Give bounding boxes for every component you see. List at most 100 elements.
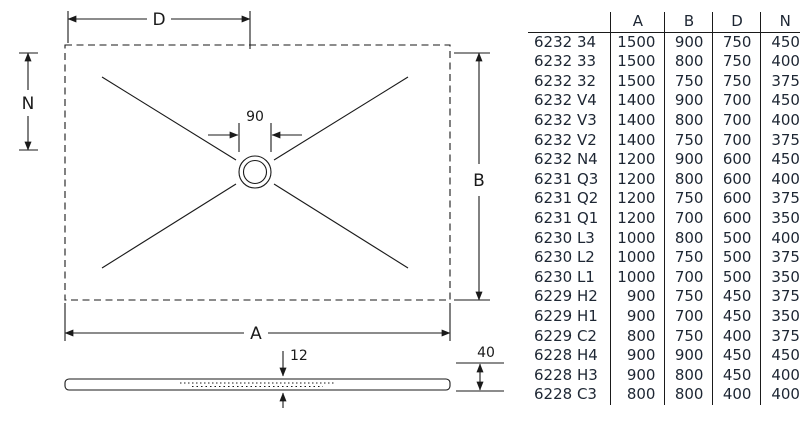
value-cell: 500 bbox=[712, 228, 761, 249]
value-cell: 1000 bbox=[610, 267, 665, 288]
value-cell: 600 bbox=[712, 169, 761, 190]
value-cell: 700 bbox=[712, 110, 761, 131]
model-cell: 6232 V3 bbox=[534, 110, 597, 129]
model-cell: 6232 32 bbox=[534, 71, 597, 90]
value-cell: 400 bbox=[760, 385, 800, 405]
value-cell: 500 bbox=[712, 267, 761, 288]
value-cell: 900 bbox=[610, 365, 665, 386]
header-n: N bbox=[760, 12, 800, 33]
drain-diameter-label: 90 bbox=[246, 109, 264, 125]
value-cell: 450 bbox=[760, 91, 800, 111]
value-cell: 900 bbox=[664, 346, 713, 366]
value-cell: 1200 bbox=[610, 189, 665, 209]
side-profile bbox=[64, 378, 451, 391]
value-cell: 1200 bbox=[610, 208, 665, 229]
value-cell: 900 bbox=[610, 346, 665, 366]
value-cell: 750 bbox=[664, 189, 713, 209]
dimension-d-label: D bbox=[152, 10, 165, 30]
value-cell: 800 bbox=[664, 365, 713, 386]
value-cell: 800 bbox=[610, 326, 665, 347]
value-cell: 375 bbox=[760, 71, 800, 92]
value-cell: 700 bbox=[664, 306, 713, 327]
value-cell: 450 bbox=[712, 346, 761, 366]
tray-outline bbox=[64, 44, 451, 301]
value-cell: 350 bbox=[760, 267, 800, 288]
value-cell: 800 bbox=[664, 385, 713, 405]
model-cell: 6232 V4 bbox=[534, 91, 597, 110]
header-b: B bbox=[664, 12, 713, 33]
dimension-b-label: B bbox=[473, 171, 485, 191]
value-cell: 1400 bbox=[610, 110, 665, 131]
value-cell: 800 bbox=[610, 385, 665, 405]
value-cell: 800 bbox=[664, 228, 713, 249]
dimension-drain-diameter: 90 bbox=[208, 109, 302, 152]
value-cell: 800 bbox=[664, 52, 713, 72]
value-cell: 750 bbox=[664, 248, 713, 268]
value-cell: 900 bbox=[664, 150, 713, 170]
value-cell: 1400 bbox=[610, 91, 665, 111]
model-cell: 6228 H3 bbox=[534, 365, 598, 384]
model-cell: 6230 L3 bbox=[534, 228, 595, 247]
value-cell: 900 bbox=[664, 32, 713, 53]
value-cell: 375 bbox=[760, 326, 800, 347]
value-cell: 750 bbox=[712, 71, 761, 92]
value-cell: 800 bbox=[664, 110, 713, 131]
value-cell: 450 bbox=[760, 32, 800, 53]
header-a: A bbox=[610, 12, 665, 33]
model-cell: 6232 V2 bbox=[534, 130, 597, 149]
value-cell: 600 bbox=[712, 208, 761, 229]
value-cell: 450 bbox=[760, 346, 800, 366]
header-d: D bbox=[712, 12, 761, 33]
value-cell: 900 bbox=[664, 91, 713, 111]
value-cell: 700 bbox=[712, 91, 761, 111]
dimension-a: A bbox=[64, 303, 451, 344]
model-cell: 6230 L2 bbox=[534, 248, 595, 267]
value-cell: 1500 bbox=[610, 32, 665, 53]
value-cell: 1000 bbox=[610, 248, 665, 268]
model-cell: 6231 Q1 bbox=[534, 208, 599, 227]
spec-table-header: A B D N bbox=[528, 12, 800, 33]
model-cell: 6229 C2 bbox=[534, 326, 597, 345]
tray-top-view bbox=[64, 44, 451, 301]
value-cell: 1500 bbox=[610, 52, 665, 72]
value-cell: 1500 bbox=[610, 71, 665, 92]
model-cell: 6229 H1 bbox=[534, 306, 598, 325]
tray-side-view bbox=[64, 378, 451, 391]
value-cell: 375 bbox=[760, 189, 800, 209]
value-cell: 1200 bbox=[610, 169, 665, 190]
value-cell: 750 bbox=[664, 326, 713, 347]
model-cell: 6228 C3 bbox=[534, 385, 597, 404]
value-cell: 400 bbox=[760, 110, 800, 131]
value-cell: 1200 bbox=[610, 150, 665, 170]
value-cell: 450 bbox=[712, 306, 761, 327]
value-cell: 500 bbox=[712, 248, 761, 268]
value-cell: 1000 bbox=[610, 228, 665, 249]
value-cell: 350 bbox=[760, 208, 800, 229]
dimension-edge-height: 40 bbox=[456, 345, 504, 392]
dimension-b: B bbox=[454, 52, 490, 301]
value-cell: 800 bbox=[664, 169, 713, 190]
header-model bbox=[528, 12, 611, 33]
value-cell: 450 bbox=[712, 287, 761, 307]
edge-height-label: 40 bbox=[477, 345, 495, 361]
dimension-n: N bbox=[19, 52, 38, 151]
value-cell: 400 bbox=[712, 385, 761, 405]
value-cell: 600 bbox=[712, 189, 761, 209]
value-cell: 700 bbox=[712, 130, 761, 151]
dimension-n-label: N bbox=[22, 94, 35, 114]
